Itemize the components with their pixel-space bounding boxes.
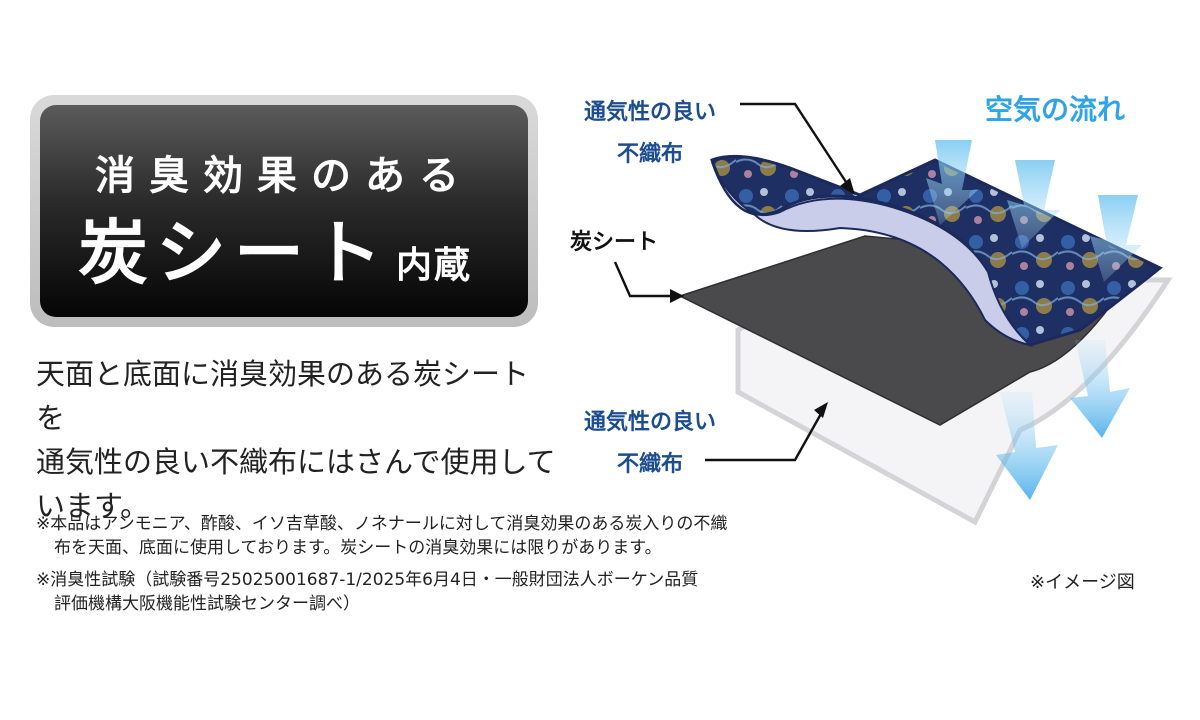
air-flow-arrows-top <box>926 140 1142 282</box>
description-line: 通気性の良い不織布にはさんで使用して <box>36 445 556 479</box>
label-line: 不織布 <box>616 452 683 477</box>
leader-charcoal <box>613 261 672 298</box>
air-flow-label: 空気の流れ <box>985 93 1126 126</box>
footnote-line: 布を天面、底面に使用しております。炭シートの消臭効果には限りがあります。 <box>54 538 662 558</box>
badge-headline: 消臭効果のある <box>95 153 473 199</box>
bottom-fabric-label: 通気性の良い 不織布 <box>570 404 730 478</box>
label-line: 通気性の良い <box>583 100 716 125</box>
label-line: 通気性の良い <box>583 410 716 435</box>
leader-bottom-fabric <box>705 411 824 462</box>
footnote-line: ※本品はアンモニア、酢酸、イソ吉草酸、ノネナールに対して消臭効果のある炭入りの不… <box>36 514 728 534</box>
illustration-note: ※イメージ図 <box>1030 572 1135 593</box>
leader-top-fabric <box>740 102 850 186</box>
top-fabric-label: 通気性の良い 不織布 <box>570 94 730 168</box>
footnote-test: ※消臭性試験（試験番号25025001687-1/2025年6月4日・一般財団法… <box>36 568 886 616</box>
air-flow-arrows-bottom <box>996 340 1130 500</box>
badge-subheadline: 炭シート内蔵 <box>78 197 472 298</box>
top-fabric-underside <box>711 161 1034 347</box>
footnote-line: ※消臭性試験（試験番号25025001687-1/2025年6月4日・一般財団法… <box>36 570 699 590</box>
label-line: 不織布 <box>616 142 683 167</box>
feature-badge: 消臭効果のある 炭シート内蔵 <box>40 105 528 317</box>
footnote-deodorant: ※本品はアンモニア、酢酸、イソ吉草酸、ノネナールに対して消臭効果のある炭入りの不… <box>36 512 886 560</box>
badge-suffix-text: 内蔵 <box>396 245 473 286</box>
product-description: 天面と底面に消臭効果のある炭シートを 通気性の良い不織布にはさんで使用して いま… <box>36 352 556 528</box>
arrowhead-top-fabric <box>840 178 855 195</box>
badge-main-text: 炭シート <box>78 212 390 294</box>
arrowhead-charcoal <box>670 289 684 303</box>
footnote-line: 評価機構大阪機能性試験センター調べ） <box>54 594 360 614</box>
description-line: 天面と底面に消臭効果のある炭シートを <box>36 357 530 435</box>
charcoal-sheet-label: 炭シート <box>570 230 659 255</box>
arrowhead-bottom-fabric <box>814 402 828 418</box>
description-line: います。 <box>36 489 150 523</box>
